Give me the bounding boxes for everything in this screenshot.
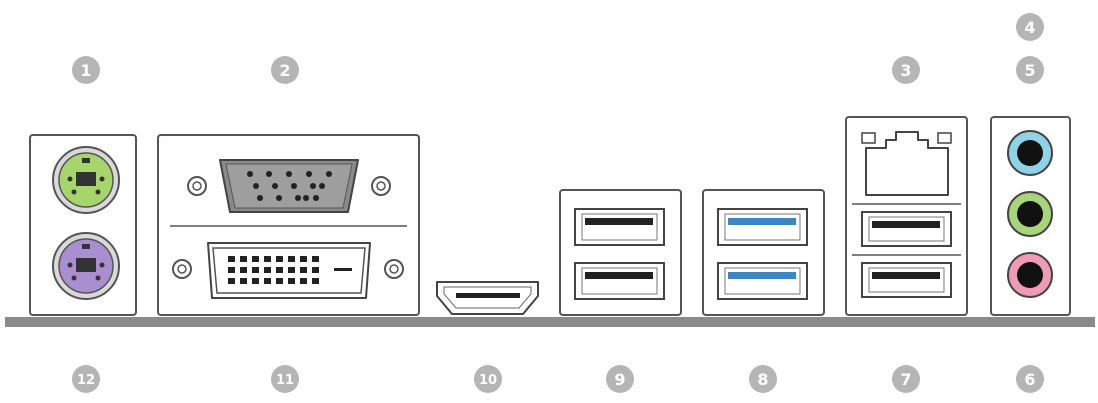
marker-9: 9 [606,365,634,393]
dvi-pin [252,256,259,262]
marker-3: 3 [892,56,920,84]
dvi-pin [312,278,319,284]
vga-port [187,159,391,213]
dvi-pin [276,256,283,262]
lan-port [852,131,961,205]
usb3-tab-bottom [728,272,796,279]
dvi-pin [300,256,307,262]
dvi-pin [312,256,319,262]
dvi-pin [252,267,259,273]
dvi-pin [240,267,247,273]
dvi-pin [228,278,235,284]
marker-1: 1 [72,56,100,84]
dvi-pin [276,267,283,273]
marker-9-text: 9 [614,370,625,389]
marker-7-text: 7 [900,370,911,389]
hdmi-port [436,281,539,315]
dvi-pin [288,256,295,262]
marker-7: 7 [892,365,920,393]
marker-4-text: 4 [1024,18,1035,37]
marker-6-text: 6 [1024,370,1035,389]
usb3-bracket [702,189,825,316]
dvi-pin [228,267,235,273]
audio-line-in-jack [1007,130,1053,176]
dvi-pin [252,278,259,284]
usb2-port-bottom [574,262,665,300]
marker-12: 12 [72,365,100,393]
marker-10-text: 10 [479,373,497,388]
dvi-pin [264,278,271,284]
dvi-pin [240,256,247,262]
marker-3-text: 3 [900,61,911,80]
usb2-port-top [574,208,665,246]
marker-4: 4 [1016,13,1044,41]
marker-1-text: 1 [80,61,91,80]
dvi-pin [288,278,295,284]
dvi-pin [312,267,319,273]
marker-11: 11 [271,365,299,393]
dvi-pin [288,267,295,273]
ps2-keyboard-port [52,232,120,300]
lan-usb-port-bottom [861,262,952,298]
ps2-mouse-port [52,146,120,214]
marker-2: 2 [271,56,299,84]
marker-11-text: 11 [276,373,294,388]
marker-5-text: 5 [1024,61,1035,80]
audio-front-speaker-jack [1007,191,1053,237]
vga-dvi-bracket [157,134,420,316]
usb3-port-top [717,208,808,246]
dvi-port [172,242,404,299]
marker-6: 6 [1016,365,1044,393]
lan-usb-port-top [861,211,952,247]
ps2-bracket [29,134,137,316]
usb3-tab-top [728,218,796,225]
audio-mic-jack [1007,252,1053,298]
dvi-pin [276,278,283,284]
marker-8: 8 [749,365,777,393]
usb3-port-bottom [717,262,808,300]
marker-10: 10 [474,365,502,393]
audio-bracket [990,116,1071,316]
panel-base-bar [5,317,1095,327]
dvi-pin [264,256,271,262]
dvi-pin [300,267,307,273]
dvi-pin [300,278,307,284]
marker-5: 5 [1016,56,1044,84]
lan-usb-bracket [845,116,968,316]
marker-12-text: 12 [77,373,95,388]
dvi-pin [264,267,271,273]
usb2-bracket [559,189,682,316]
dvi-pin [228,256,235,262]
dvi-pin [240,278,247,284]
marker-8-text: 8 [757,370,768,389]
marker-2-text: 2 [279,61,290,80]
